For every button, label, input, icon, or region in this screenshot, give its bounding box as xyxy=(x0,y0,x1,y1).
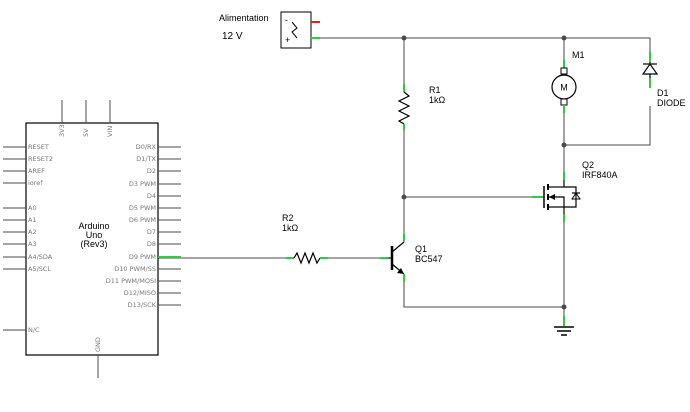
arduino-right-pins: D0/RX D1/TX D2 D3 PWM D4 D5 PWM D6 PWM D… xyxy=(106,143,181,309)
r2-value: 1kΩ xyxy=(282,223,299,233)
transistor-q1[interactable]: Q1 BC547 xyxy=(380,234,443,282)
junction xyxy=(401,35,407,41)
pin-d11: D11 PWM/MOSI xyxy=(106,277,156,285)
pin-reset: RESET xyxy=(28,143,49,151)
supply-symbol-icon xyxy=(291,21,298,39)
arduino-title-3: (Rev3) xyxy=(80,239,107,249)
pin-3v3: 3V3 xyxy=(58,124,66,137)
junctions xyxy=(401,35,567,310)
m1-ref: M1 xyxy=(572,50,585,60)
pin-d5: D5 PWM xyxy=(129,204,156,212)
r1-value: 1kΩ xyxy=(429,95,446,105)
q2-value: IRF840A xyxy=(582,170,618,180)
supply-body xyxy=(280,11,312,49)
pin-a1: A1 xyxy=(28,216,37,224)
pin-aref: AREF xyxy=(28,167,45,175)
pin-gnd: GND xyxy=(94,337,102,352)
ground-icon xyxy=(554,316,574,336)
pin-d3: D3 PWM xyxy=(129,180,156,188)
pin-vin: VIN xyxy=(106,126,114,137)
junction xyxy=(561,142,567,148)
d1-value: DIODE xyxy=(657,98,686,108)
q2-ref: Q2 xyxy=(582,160,594,170)
wire-motor-diode[interactable] xyxy=(563,106,651,146)
pin-nc: N/C xyxy=(28,326,40,334)
q1-value: BC547 xyxy=(415,254,443,264)
supply-name: Alimentation xyxy=(219,13,269,23)
arduino-body xyxy=(25,122,159,356)
pin-d10: D10 PWM/SS xyxy=(114,265,156,273)
pin-d1: D1/TX xyxy=(136,155,156,163)
arduino-top-pins: 3V3 5V VIN xyxy=(58,100,114,137)
supply-plus-sign: + xyxy=(285,35,290,45)
motor-m1[interactable]: M M1 xyxy=(551,50,585,113)
diode-d1[interactable]: D1 DIODE xyxy=(641,52,686,108)
power-supply: Alimentation 12 V - + xyxy=(219,11,320,49)
pin-d4: D4 xyxy=(147,192,156,200)
channel-arrow-icon xyxy=(549,194,555,200)
pin-d8: D8 xyxy=(147,240,156,248)
wire-emitter-ground[interactable] xyxy=(403,282,564,308)
motor-symbol: M xyxy=(560,83,568,93)
pin-d12: D12/MISO xyxy=(124,289,156,297)
emitter-arrow-icon xyxy=(397,268,404,274)
pin-d0: D0/RX xyxy=(136,143,157,151)
wire-12v-rail[interactable] xyxy=(320,37,651,56)
pin-5v: 5V xyxy=(82,128,90,137)
pin-a3: A3 xyxy=(28,240,37,248)
arduino-bottom-pin: GND xyxy=(94,337,102,378)
pin-d2: D2 xyxy=(147,167,156,175)
pin-a5: A5/SCL xyxy=(28,265,51,273)
arduino-left-pins: RESET RESET2 AREF ioref A0 A1 A2 A3 A4/S… xyxy=(3,143,53,334)
resistor-r1[interactable]: R1 1kΩ xyxy=(397,84,446,130)
arduino-title-1: Arduino xyxy=(78,221,109,231)
pin-ioref: ioref xyxy=(28,179,43,187)
resistor-r2[interactable]: R2 1kΩ xyxy=(282,213,328,265)
supply-minus-sign: - xyxy=(285,15,288,25)
body-diode-icon xyxy=(571,192,581,200)
q1-ref: Q1 xyxy=(415,244,427,254)
pin-a4: A4/SDA xyxy=(28,253,53,261)
pin-a0: A0 xyxy=(28,204,37,212)
pin-reset2: RESET2 xyxy=(28,155,53,163)
junction xyxy=(561,35,567,41)
arduino-uno[interactable]: Arduino Uno (Rev3) 3V3 5V VIN GND RESET … xyxy=(3,100,181,378)
pin-d7: D7 xyxy=(147,228,156,236)
junction xyxy=(401,194,407,200)
pin-d6: D6 PWM xyxy=(129,216,156,224)
arduino-title-2: Uno xyxy=(86,230,103,240)
r2-ref: R2 xyxy=(282,213,294,223)
pin-a2: A2 xyxy=(28,228,37,236)
diode-icon xyxy=(641,62,659,75)
r1-ref: R1 xyxy=(429,85,441,95)
d1-ref: D1 xyxy=(657,88,669,98)
pin-d13: D13/SCK xyxy=(128,301,157,309)
supply-voltage: 12 V xyxy=(222,31,243,42)
pin-d9: D9 PWM xyxy=(129,253,156,261)
junction xyxy=(561,304,567,310)
mosfet-q2[interactable]: Q2 IRF840A xyxy=(532,160,618,222)
